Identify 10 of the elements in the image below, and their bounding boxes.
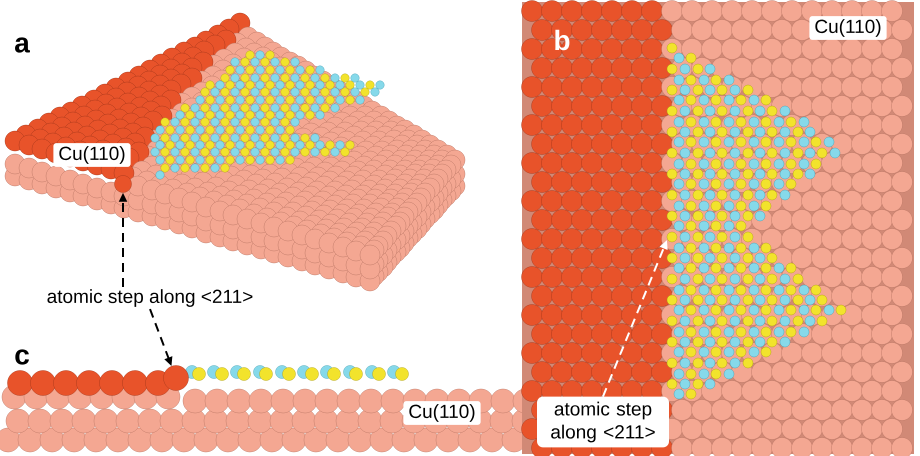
callout-text: atomic step along <211> <box>47 289 252 307</box>
callout-box: atomic step along <211> <box>537 396 669 448</box>
surface-label: Cu(110) <box>403 401 481 425</box>
surface-label: Cu(110) <box>809 16 887 40</box>
surface-label: Cu(110) <box>53 143 131 167</box>
atom <box>114 175 132 193</box>
panel-letter: b <box>555 30 570 50</box>
panel-letter: a <box>15 37 30 53</box>
panel-letter: c <box>15 349 29 365</box>
atom <box>163 365 189 391</box>
